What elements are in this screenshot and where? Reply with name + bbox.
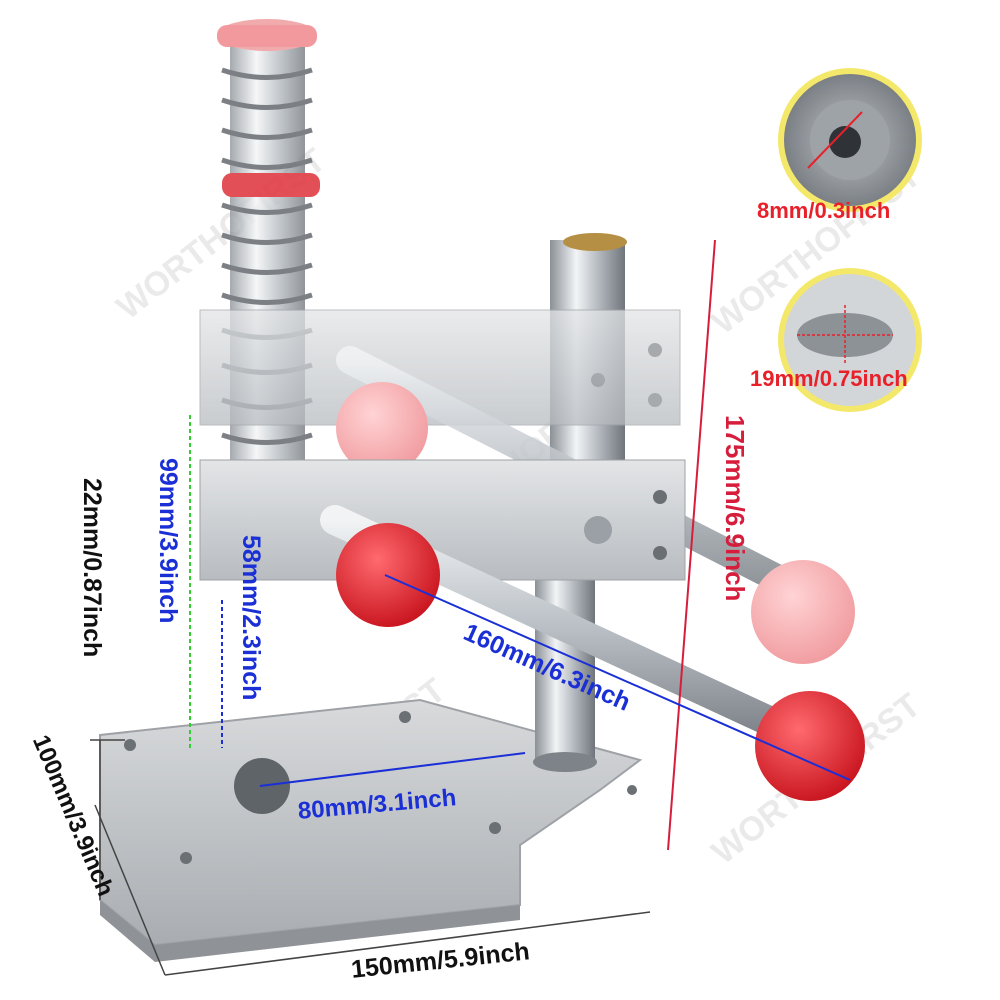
main-column	[533, 560, 597, 772]
base-thickness-label: 22mm/0.87inch	[78, 478, 106, 658]
travel-label: 99mm/3.9inch	[154, 458, 182, 624]
dimension-lines	[90, 239, 851, 976]
inset-thread	[778, 68, 922, 212]
bore-size-label: 19mm/0.75inch	[750, 366, 908, 391]
total-height-label: 175mm/6.9inch	[720, 415, 750, 602]
min-gap-label: 58mm/2.3inch	[237, 535, 265, 701]
inset-bore	[778, 268, 922, 412]
thread-size-label: 8mm/0.3inch	[757, 198, 891, 223]
thread-dimension-line	[807, 111, 863, 169]
base-plate	[99, 698, 643, 962]
